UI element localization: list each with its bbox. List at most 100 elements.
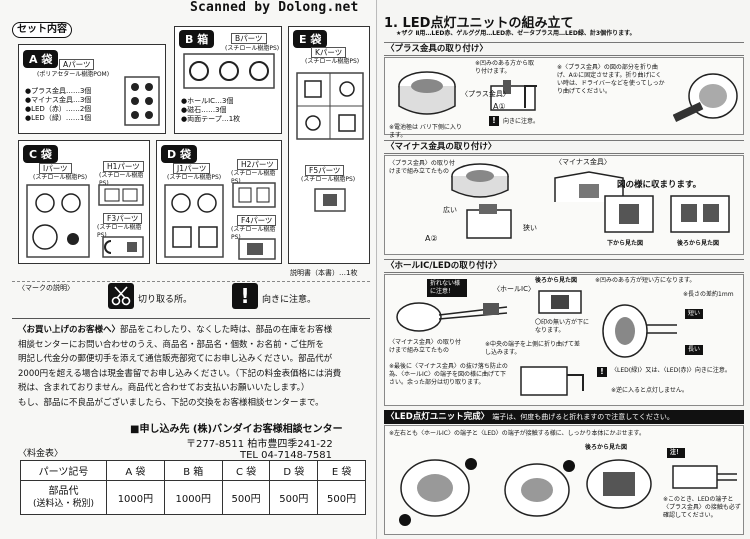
left-page: セット内容 A 袋 Aパーツ (ポリアセタール樹脂POM) ●プラス金具……3個… (12, 0, 377, 539)
hall-ic-bend-icon (520, 366, 584, 396)
sec3-warn-bend: 折れない様に注意！ (427, 279, 467, 297)
bag-e-material-f5: (スチロール樹脂PS) (301, 176, 356, 183)
bag-c-material-f3: (スチロール樹脂PS) (97, 224, 142, 239)
bag-a-box: A 袋 Aパーツ (ポリアセタール樹脂POM) ●プラス金具……3個 ●マイナス… (18, 44, 166, 134)
led-insert-icon (602, 304, 677, 358)
customer-line: 部品をこわしたり、なくした時は、部品の在庫をお客様 (120, 325, 333, 335)
back-view-icon (670, 195, 730, 233)
right-page: 1. LED点灯ユニットの組み立て ★ザク Ⅱ用…LED赤、ゲルググ用…LED赤… (378, 0, 750, 539)
price-header: A 袋 (106, 460, 165, 481)
part-f4-runner-icon (238, 238, 276, 260)
sec2-attach-note: 〈プラス金具〉の取り付けまで組み立てたもの (389, 160, 455, 175)
sec3-reverse-note: ※逆に入ると点灯しません。 (611, 387, 688, 394)
part-k-runner-icon (296, 72, 364, 140)
sec4-view-back: 後ろから見た図 (585, 444, 628, 451)
sec3-panel: 折れない様に注意！ 〈ホールIC〉 〈マイナス金具〉の取り付けまで組み立てたもの… (384, 274, 744, 406)
sec2-a2-label: A② (425, 234, 438, 243)
sec2-fit-label: 図の様に収まります。 (617, 180, 702, 190)
price-header: B 箱 (163, 460, 223, 481)
price-row-label-2: (送料込・税別) (32, 498, 95, 509)
price-header: D 袋 (269, 460, 319, 481)
bag-c-material-i: (スチロール樹脂PS) (33, 174, 88, 181)
marks-title: 〈マークの説明〉 (18, 284, 74, 292)
unit-assembly-icon (399, 458, 477, 526)
sec2-wide-label: 広い (443, 206, 457, 214)
customer-notice: 〈お買い上げのお客様へ〉部品をこわしたり、なくした時は、部品の在庫をお客様 相談… (18, 323, 368, 410)
unit-back-view-icon (586, 459, 652, 509)
sec1-heading: 〈プラス金具の取り付け〉 (384, 42, 744, 56)
part-h1-runner-icon (98, 184, 144, 206)
hall-ic-back-view-icon (538, 290, 582, 314)
price-table: パーツ記号 A 袋 B 箱 C 袋 D 袋 E 袋 部品代(送料込・税別) 10… (20, 460, 366, 515)
customer-title: 〈お買い上げのお客様へ〉 (18, 325, 121, 335)
sec2-view-back: 後ろから見た図 (677, 240, 720, 247)
bag-c-box: C 袋 Iパーツ (スチロール樹脂PS) H1パーツ (スチロール樹脂PS) F… (18, 140, 150, 264)
customer-line: 2000円を超える場合は現金書留でお申し込みください。（下記の料金表価格には消費 (18, 368, 342, 379)
part-f3-runner-icon (102, 236, 144, 258)
sec3-last-note: ※最後に〈マイナス金具〉の抜け落ち防止の為、〈ホールIC〉の端子を図の様に曲げて… (389, 363, 508, 386)
bag-d-part-h2: H2パーツ (237, 159, 278, 170)
bag-a-item: ●プラス金具……3個 (25, 87, 92, 95)
box-b-label: B 箱 (179, 30, 215, 48)
bag-c-label: C 袋 (23, 145, 58, 163)
bag-e-label: E 袋 (293, 30, 328, 48)
bag-d-material-j1: (スチロール樹脂PS) (167, 174, 222, 181)
manual-note: 説明書（本書）…1枚 (290, 269, 358, 277)
bag-e-material-k: (スチロール樹脂PS) (305, 58, 360, 65)
sec4-warning: 端子は、何度も曲げると折れますので注意してください。 (492, 413, 674, 421)
price-row-label-1: 部品代 (48, 485, 79, 497)
bag-e-box: E 袋 Kパーツ (スチロール樹脂PS) F5パーツ (スチロール樹脂PS) (288, 26, 370, 264)
bag-a-item: ●マイナス金具…3個 (25, 96, 92, 104)
bag-a-item: ●LED（緑）……1個 (25, 114, 92, 122)
bag-d-part-f4: F4パーツ (237, 215, 277, 226)
bag-e-part-f5: F5パーツ (305, 165, 345, 176)
bag-c-part-h1: H1パーツ (103, 161, 144, 172)
sec1-a1-label: A① (493, 102, 506, 111)
hall-ic-insert-icon (396, 302, 508, 332)
price-header: パーツ記号 (20, 460, 107, 481)
sec4-contact-note: ※左右とも〈ホールIC〉の端子と〈LED〉の端子が接触する様に、しっかり本体にか… (389, 430, 645, 437)
led-holder-illustration-icon (451, 163, 509, 198)
part-a-runner-icon (124, 76, 160, 126)
part-b-runner-icon (183, 53, 275, 89)
unit-assembly-2-icon (504, 460, 575, 517)
address-zip: 〒277-8511 柏市豊四季241-22 (186, 439, 333, 450)
led-contact-icon (672, 465, 737, 489)
customer-line: 明記し代金分の郵便切手を添えて通信販売部宛てにお申し込みください。部品代が (18, 354, 333, 364)
sec1-small-note: ※電池極は バリ下側に入ります。 (389, 124, 462, 139)
box-b-material: (スチロール樹脂PS) (225, 45, 280, 52)
price-title: 〈料金表〉 (18, 449, 64, 459)
price-cell: 1000円 (163, 480, 223, 515)
price-table-row: 部品代(送料込・税別) 1000円 1000円 500円 500円 500円 (20, 480, 366, 515)
sec3-hall-label: 〈ホールIC〉 (493, 285, 535, 293)
bag-d-part-j1: J1パーツ (173, 163, 211, 174)
step-title: 1. LED点灯ユニットの組み立て (384, 16, 574, 31)
sec4-caution: 注！ (667, 448, 686, 458)
bag-c-part-i: Iパーツ (39, 163, 72, 174)
price-header: C 袋 (221, 460, 271, 481)
sec1-panel: ※電池極は バリ下側に入ります。 ※凹みのある方から取り付けます。 〈プラス金具… (384, 57, 744, 139)
step-subtitle: ★ザク Ⅱ用…LED赤、ゲルググ用…LED赤、ゼータプラス用…LED緑、計3個作… (396, 30, 636, 37)
bottom-view-icon (604, 195, 654, 233)
price-table-header: パーツ記号 A 袋 B 箱 C 袋 D 袋 E 袋 (20, 460, 366, 481)
bag-a-label: A 袋 (23, 50, 59, 68)
bag-a-material: (ポリアセタール樹脂POM) (37, 71, 110, 78)
scissors-icon (108, 283, 134, 309)
bag-a-items: ●プラス金具……3個 ●マイナス金具…3個 ●LED（赤）……2個 ●LED（緑… (25, 87, 117, 123)
screwdriver-illustration-icon (673, 73, 738, 122)
sec2-minus-label: 〈マイナス金具〉 (555, 158, 611, 166)
part-h2-runner-icon (232, 182, 276, 208)
box-b-item: ●磁石……3個 (181, 106, 227, 114)
sec3-view-back: 後ろから見た図 (535, 277, 578, 284)
set-contents-title: セット内容 (12, 22, 72, 38)
price-header: E 袋 (317, 460, 366, 481)
sec2-narrow-label: 狭い (523, 224, 537, 232)
sec1-caution: 向きに注意。 (503, 118, 540, 125)
customer-line: もし、部品に不良品がございましたら、下記の交換をお客様相談センターまで。 (18, 397, 324, 408)
bag-c-material-h1: (スチロール樹脂PS) (99, 172, 144, 187)
sec3-led-note: 〈LED(緑)〉又は、〈LED(赤)〉向きに注意。 (611, 367, 731, 374)
sec3-short-label: 短い (685, 309, 704, 319)
sec3-center-note: ※中央の端子を上側に折り曲げて差し込みます。 (485, 341, 581, 356)
plus-fitting-icon (490, 80, 537, 111)
mark-cut-text: 切り取る所。 (138, 295, 193, 305)
